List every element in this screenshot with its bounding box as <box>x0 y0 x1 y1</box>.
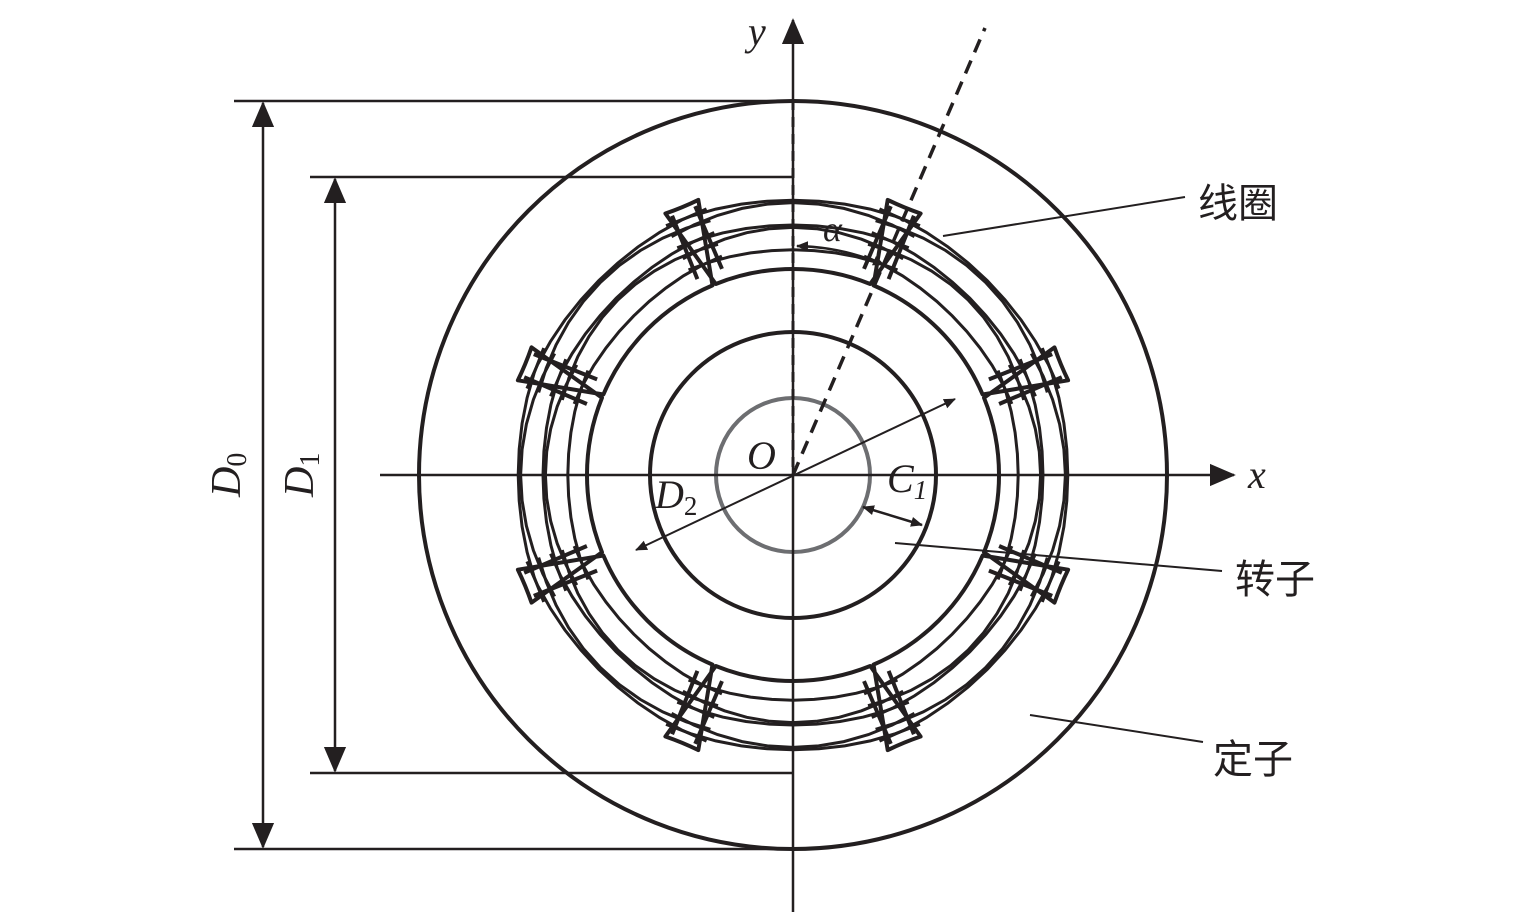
coil-wire <box>875 219 1049 393</box>
coil-wire <box>537 557 711 731</box>
coil-wire <box>871 231 1037 397</box>
coil-wire <box>560 549 719 708</box>
rotor-leader <box>894 542 1223 572</box>
coil-wire <box>549 231 715 397</box>
rotor-diameter-label: D2 <box>654 472 697 521</box>
rotor-callout: 转子 <box>1235 557 1315 603</box>
angle-alpha-label: α <box>823 209 843 249</box>
coil-wire <box>871 553 1037 719</box>
air-gap-label: C1 <box>887 456 927 505</box>
stator-callout: 定子 <box>1213 737 1293 783</box>
air-gap-arrow <box>862 505 923 527</box>
coil-wire <box>867 242 1026 401</box>
coil-wire <box>878 560 1061 743</box>
origin-label: O <box>747 433 776 478</box>
coil-wire <box>560 242 719 401</box>
coil-leader <box>942 196 1186 237</box>
coil-wire <box>875 557 1049 731</box>
svg-text:D1: D1 <box>277 453 326 498</box>
coil-wire <box>867 549 1026 708</box>
inner-diameter-label: D1 <box>277 453 326 498</box>
svg-text:D0: D0 <box>204 453 253 498</box>
outer-diameter-label: D0 <box>204 453 253 498</box>
angle-alpha-arc <box>796 241 885 267</box>
y-axis-label: y <box>744 9 766 54</box>
coil-wire <box>878 207 1061 390</box>
coil <box>862 205 1063 406</box>
x-axis-label: x <box>1247 452 1266 497</box>
coil-wire <box>525 207 708 390</box>
coil-wire <box>572 254 723 405</box>
coil-wire <box>525 560 708 743</box>
coil <box>523 205 724 406</box>
coil-wire <box>572 545 723 696</box>
stator-pole-outline <box>515 197 1071 753</box>
rotor-diameter-line <box>635 398 956 551</box>
coil <box>862 544 1063 745</box>
stator-leader <box>1029 714 1204 743</box>
coil-wire <box>863 254 1014 405</box>
coil-wire <box>863 545 1014 696</box>
coil-wire <box>537 219 711 393</box>
coil-wire <box>549 553 715 719</box>
coil-callout: 线圈 <box>1198 181 1278 227</box>
